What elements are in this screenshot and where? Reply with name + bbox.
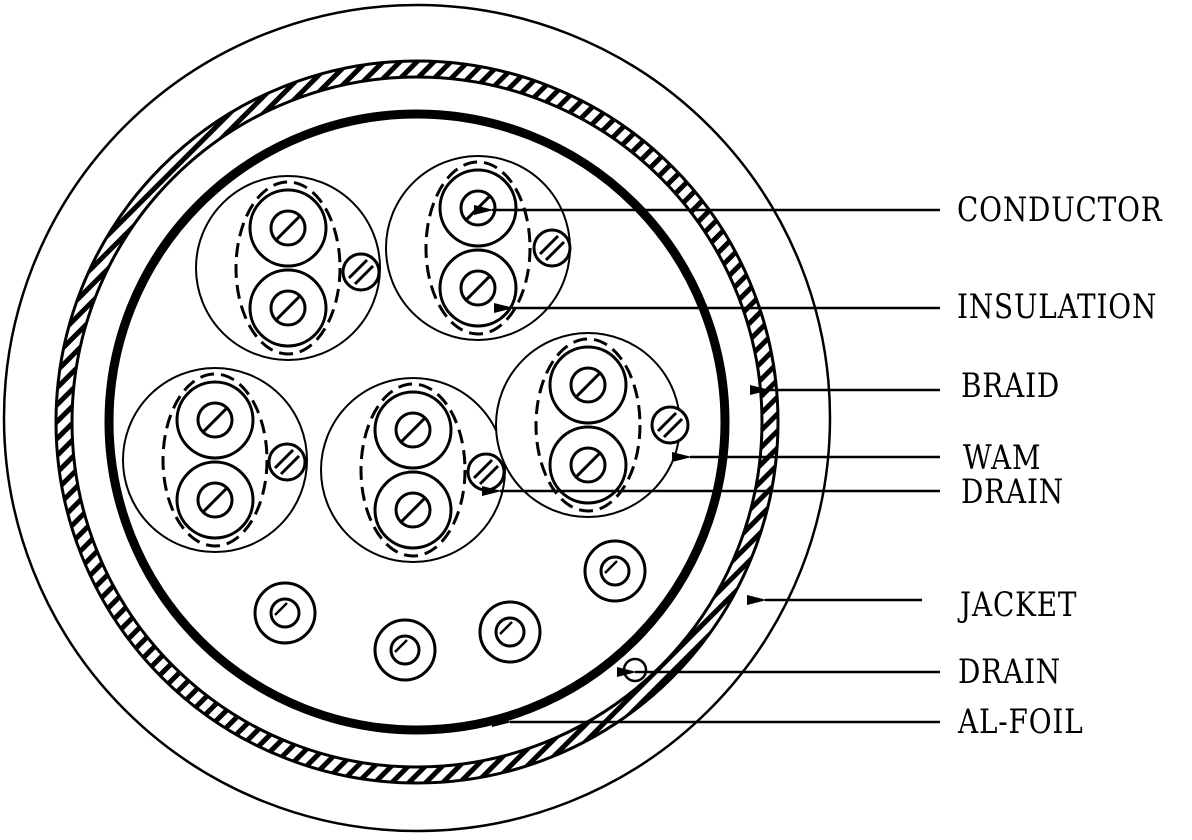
al-foil-ring <box>104 109 730 735</box>
pair-drain-wire <box>341 252 381 292</box>
label-insulation: INSULATION <box>957 287 1158 327</box>
pair-shield-dashed <box>234 180 342 356</box>
braid-ring <box>54 59 780 785</box>
single-conductor <box>583 539 647 603</box>
label-al-foil: AL-FOIL <box>958 702 1084 742</box>
shielded-pair <box>195 175 381 361</box>
pair-drain-wire <box>650 405 690 445</box>
pair-drain-wire <box>267 442 307 482</box>
label-wam: WAM <box>963 438 1042 478</box>
pair-drain-wire <box>466 452 506 492</box>
shielded-pair <box>320 377 506 563</box>
pair-shield-dashed <box>161 372 269 548</box>
shielded-pair <box>495 332 690 518</box>
label-drain-1: DRAIN <box>961 472 1064 512</box>
pair-shield-dashed <box>424 160 532 336</box>
pair-drain-wire <box>532 228 572 268</box>
outer-drain-wire <box>622 657 648 683</box>
pair-jacket-circle <box>122 367 308 553</box>
label-drain-2: DRAIN <box>958 652 1061 692</box>
shielded-pair <box>122 367 308 553</box>
single-conductor <box>253 581 317 645</box>
shielded-pair <box>385 155 572 341</box>
pair-shield-dashed <box>359 382 467 558</box>
label-braid: BRAID <box>961 366 1061 406</box>
single-conductor <box>478 600 542 664</box>
pair-shield-dashed <box>534 337 642 513</box>
leader-lines <box>474 205 940 727</box>
label-jacket: JACKET <box>960 585 1078 625</box>
label-conductor: CONDUCTOR <box>957 190 1163 230</box>
single-conductor <box>373 618 437 682</box>
single-conductors-group <box>253 539 647 682</box>
